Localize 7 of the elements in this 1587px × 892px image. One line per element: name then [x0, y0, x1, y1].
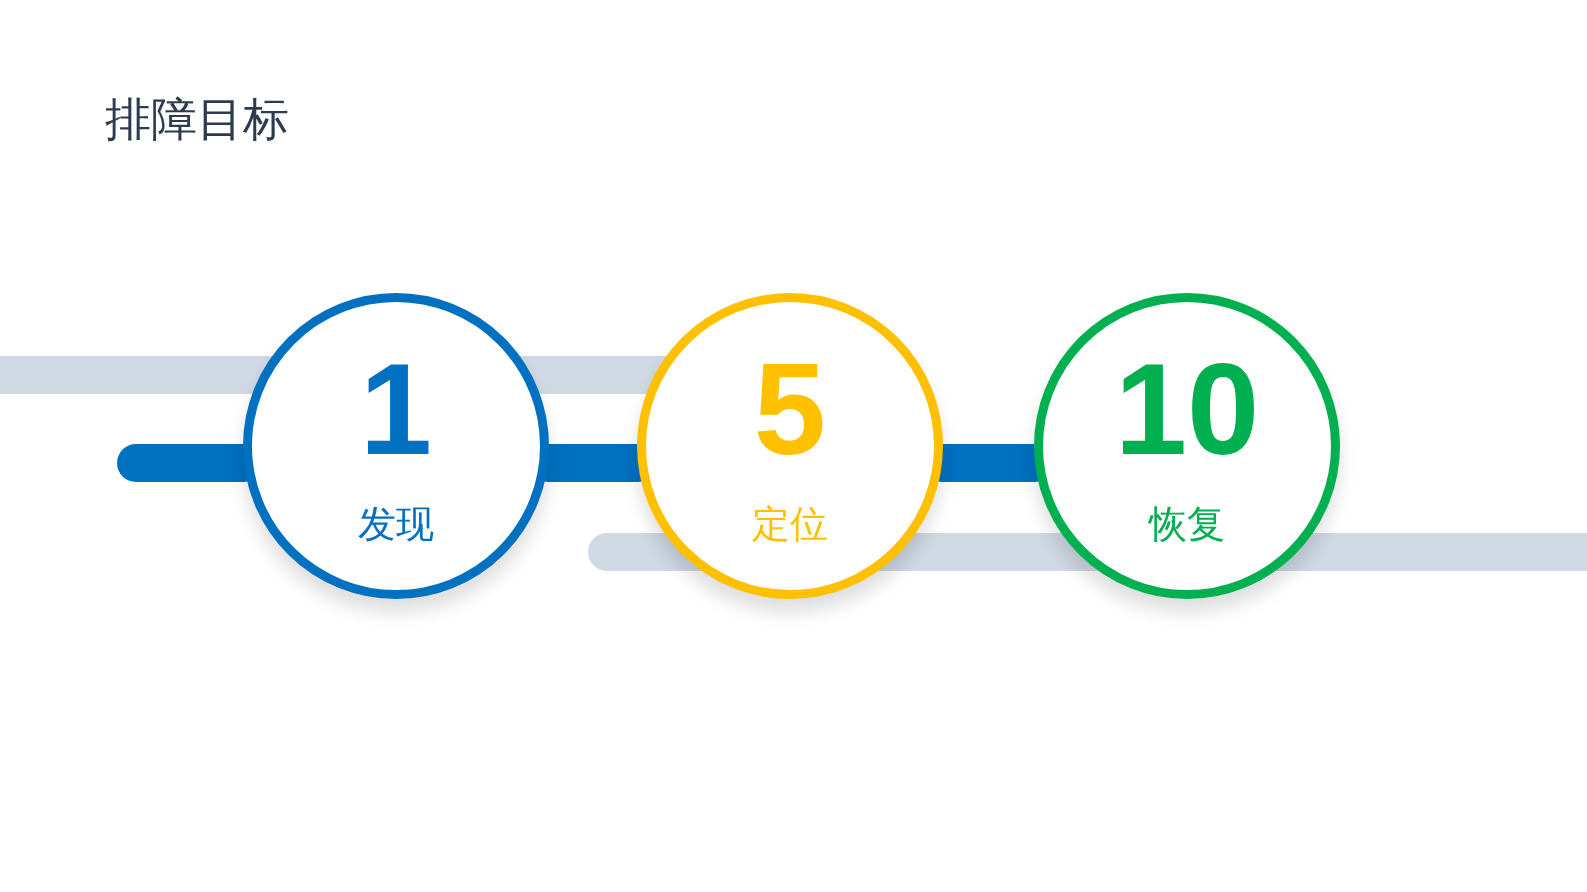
step-number: 5	[753, 344, 827, 474]
step-label: 定位	[752, 505, 828, 543]
title: 排障目标	[105, 94, 289, 145]
step-number: 10	[1114, 344, 1260, 474]
step-label: 发现	[358, 505, 434, 543]
step-label: 恢复	[1149, 505, 1225, 543]
step-number: 1	[359, 344, 433, 474]
